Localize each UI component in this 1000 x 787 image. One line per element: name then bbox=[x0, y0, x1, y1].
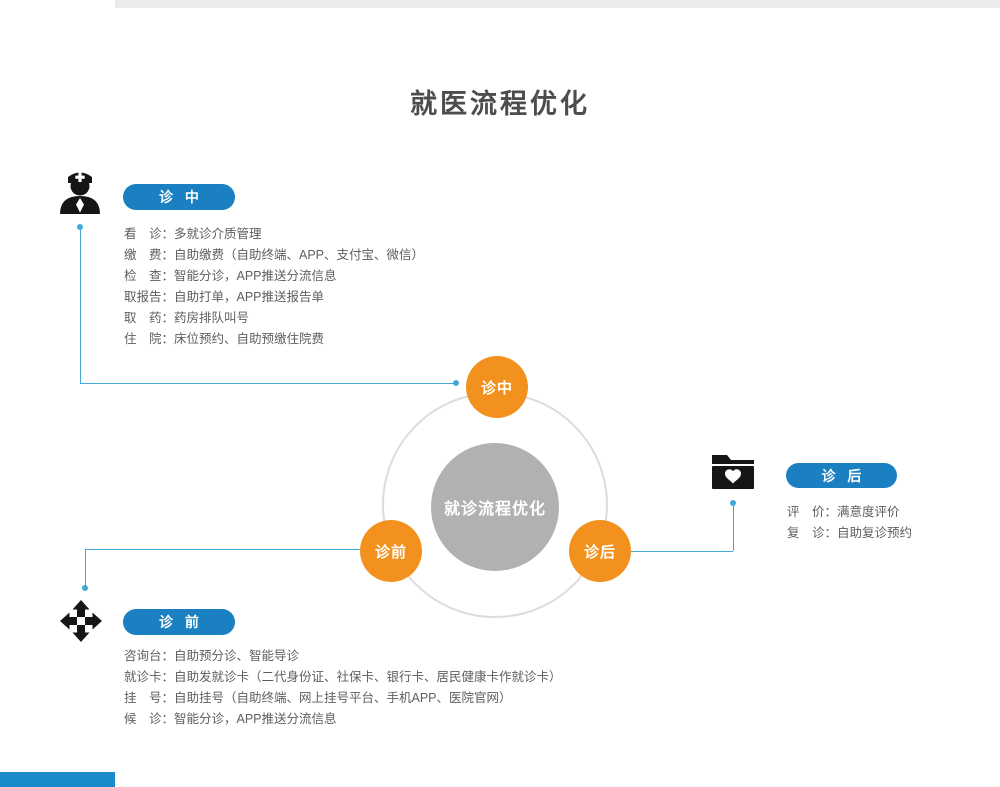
connector-dot bbox=[77, 224, 83, 230]
doctor-icon bbox=[57, 167, 103, 215]
connector-dot bbox=[82, 585, 88, 591]
connector-post-vertical bbox=[733, 503, 734, 551]
mid-stage-button: 诊 中 bbox=[123, 184, 235, 210]
page-title: 就医流程优化 bbox=[410, 89, 590, 119]
bottom-accent-bar bbox=[0, 772, 115, 787]
post-stage-list: 评 价：满意度评价 复 诊：自助复诊预约 bbox=[787, 502, 912, 544]
connector-post-horizontal bbox=[631, 551, 733, 552]
node-pre-treatment: 诊前 bbox=[360, 520, 422, 582]
node-post-treatment: 诊后 bbox=[569, 520, 631, 582]
connector-dot bbox=[730, 500, 736, 506]
center-label: 就诊流程优化 bbox=[443, 501, 546, 518]
node-mid-treatment: 诊中 bbox=[466, 356, 528, 418]
connector-mid-horizontal bbox=[80, 383, 456, 384]
connector-pre-horizontal bbox=[85, 549, 360, 550]
list-item: 复 诊：自助复诊预约 bbox=[787, 526, 913, 540]
cross-arrows-icon bbox=[59, 599, 103, 643]
list-item: 就诊卡：自助发就诊卡（二代身份证、社保卡、银行卡、居民健康卡作就诊卡） bbox=[124, 670, 562, 684]
node-label: 诊中 bbox=[480, 379, 513, 397]
list-item: 取 药：药房排队叫号 bbox=[124, 311, 250, 325]
list-item: 挂 号：自助挂号（自助终端、网上挂号平台、手机APP、医院官网） bbox=[124, 691, 512, 705]
node-label: 诊前 bbox=[374, 543, 407, 561]
connector-pre-vertical bbox=[85, 549, 86, 588]
pre-stage-button-label: 诊 前 bbox=[159, 614, 203, 630]
node-label: 诊后 bbox=[583, 543, 616, 561]
list-item: 评 价：满意度评价 bbox=[787, 505, 900, 519]
pre-stage-button: 诊 前 bbox=[123, 609, 235, 635]
folder-heart-icon bbox=[711, 452, 755, 490]
list-item: 检 查：智能分诊，APP推送分流信息 bbox=[124, 269, 337, 283]
list-item: 看 诊：多就诊介质管理 bbox=[124, 227, 262, 241]
list-item: 候 诊：智能分诊，APP推送分流信息 bbox=[124, 712, 337, 726]
mid-stage-button-label: 诊 中 bbox=[159, 189, 203, 205]
center-circle: 就诊流程优化 bbox=[431, 443, 559, 571]
list-item: 缴 费：自助缴费（自助终端、APP、支付宝、微信） bbox=[124, 248, 425, 262]
pre-stage-list: 咨询台：自助预分诊、智能导诊 就诊卡：自助发就诊卡（二代身份证、社保卡、银行卡、… bbox=[124, 646, 562, 730]
post-stage-button-label: 诊 后 bbox=[821, 467, 866, 484]
list-item: 咨询台：自助预分诊、智能导诊 bbox=[124, 649, 300, 663]
connector-dot bbox=[453, 380, 459, 386]
mid-stage-list: 看 诊：多就诊介质管理 缴 费：自助缴费（自助终端、APP、支付宝、微信） 检 … bbox=[124, 224, 424, 350]
list-item: 住 院：床位预约、自助预缴住院费 bbox=[124, 332, 325, 346]
post-stage-button: 诊 后 bbox=[786, 463, 897, 488]
top-divider-bar bbox=[115, 0, 1000, 8]
connector-mid-vertical bbox=[80, 228, 81, 383]
list-item: 取报告：自助打单，APP推送报告单 bbox=[124, 290, 325, 304]
